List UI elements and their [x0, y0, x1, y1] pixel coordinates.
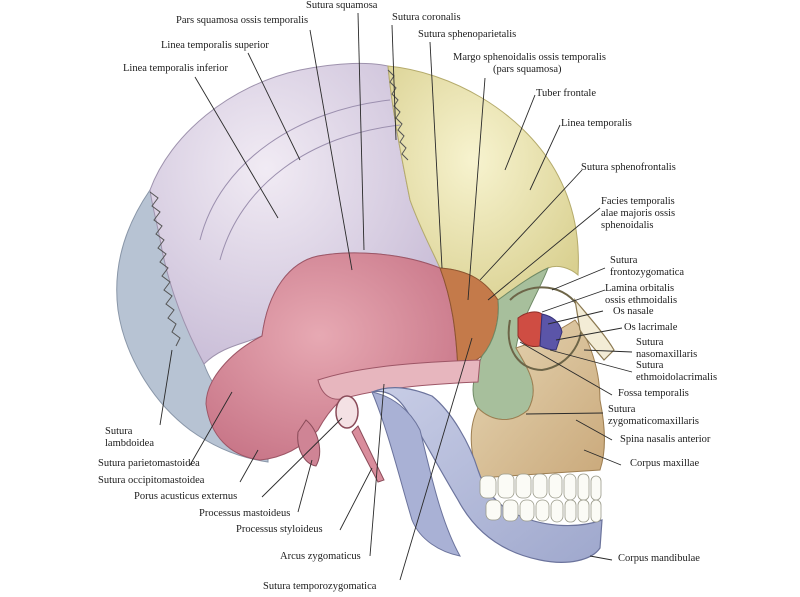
processus-mastoideus	[297, 419, 321, 467]
label-processus-mastoideus: Processus mastoideus	[199, 508, 291, 519]
label-linea-temporalis-inferior: Linea temporalis inferior	[123, 63, 228, 74]
sutura-lambdoidea	[149, 191, 181, 347]
label-sutura-squamosa: Sutura squamosa	[306, 0, 378, 11]
label-sutura-coronalis: Sutura coronalis	[392, 12, 461, 23]
lacrimal-bone	[539, 313, 563, 351]
zygomatic-arch	[317, 359, 481, 400]
processus-styloideus	[351, 425, 385, 483]
label-sutura-ethmoidolacrimalis: Sutura ethmoidolacrimalis	[636, 360, 718, 383]
label-facies-temporalis: Facies temporalis alae majoris ossis sph…	[601, 196, 676, 231]
label-os-nasale: Os nasale	[613, 306, 654, 317]
label-corpus-maxillae: Corpus maxillae	[630, 458, 700, 469]
label-sutura-lambdoidea: Sutura lambdoidea	[105, 426, 154, 449]
porus-acusticus	[335, 395, 359, 429]
label-sutura-frontozygomatica: Sutura frontozygomatica	[610, 255, 685, 278]
label-spina-nasalis: Spina nasalis anterior	[620, 434, 711, 445]
label-linea-temporalis-superior: Linea temporalis superior	[161, 40, 269, 51]
label-pars-squamosa: Pars squamosa ossis temporalis	[176, 15, 309, 26]
label-tuber-frontale: Tuber frontale	[536, 88, 596, 99]
label-processus-styloideus: Processus styloideus	[236, 524, 323, 535]
label-arcus-zygomaticus: Arcus zygomaticus	[280, 551, 361, 562]
label-sutura-nasomaxillaris: Sutura nasomaxillaris	[636, 337, 698, 360]
label-sutura-temporozygomatica: Sutura temporozygomatica	[263, 581, 377, 592]
label-sutura-sphenoparietalis: Sutura sphenoparietalis	[418, 29, 517, 40]
label-lamina-orbitalis: Lamina orbitalis ossis ethmoidalis	[605, 283, 678, 306]
label-sutura-sphenofrontalis: Sutura sphenofrontalis	[581, 162, 676, 173]
sutura-coronalis	[387, 69, 409, 161]
label-corpus-mandibulae: Corpus mandibulae	[618, 553, 700, 564]
leader-lines	[159, 12, 633, 581]
label-sutura-parietomastoidea: Sutura parietomastoidea	[98, 458, 200, 469]
nasal-bone	[517, 311, 543, 347]
label-fossa-temporalis: Fossa temporalis	[618, 388, 689, 399]
label-linea-temporalis: Linea temporalis	[561, 118, 632, 129]
label-porus-acusticus: Porus acusticus externus	[134, 491, 238, 502]
label-margo-sphenoidalis: Margo sphenoidalis ossis temporalis (par…	[453, 52, 606, 75]
label-os-lacrimale: Os lacrimale	[624, 322, 678, 333]
teeth	[479, 473, 602, 523]
label-sutura-occipitomastoidea: Sutura occipitomastoidea	[98, 475, 205, 486]
maxilla	[470, 319, 605, 479]
mandible	[371, 387, 603, 563]
label-sutura-zygomaticomaxillaris: Sutura zygomaticomaxillaris	[608, 404, 699, 427]
